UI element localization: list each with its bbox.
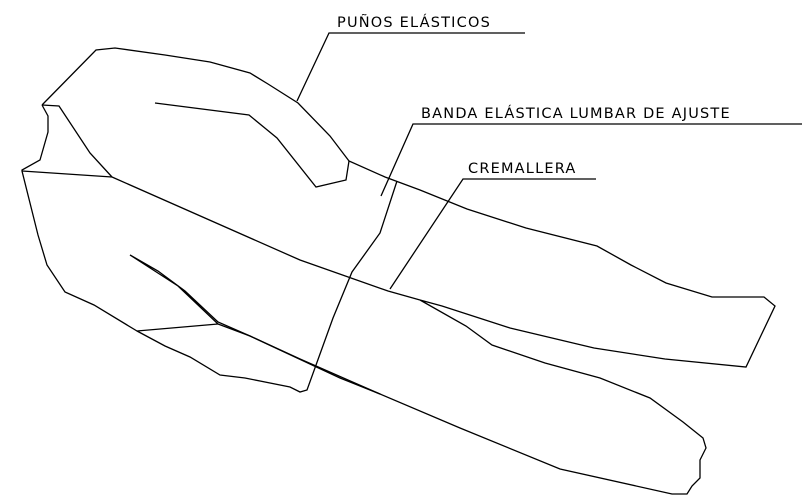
leader-line-zipper xyxy=(389,178,596,290)
shoulder-seam xyxy=(21,170,113,178)
sleeve-upper-seam xyxy=(154,102,350,188)
label-cuffs: PUÑOS ELÁSTICOS xyxy=(337,14,491,31)
sleeve-lower-fold xyxy=(111,176,421,301)
label-waistband: BANDA ELÁSTICA LUMBAR DE AJUSTE xyxy=(421,105,731,122)
leader-line-cuffs xyxy=(296,32,525,102)
body-lower-fold xyxy=(217,323,381,395)
leader-line-waistband xyxy=(380,123,802,197)
waistband-seam xyxy=(136,180,398,393)
sleeve-left-inner xyxy=(41,104,113,178)
label-zipper: CREMALLERA xyxy=(468,161,577,177)
